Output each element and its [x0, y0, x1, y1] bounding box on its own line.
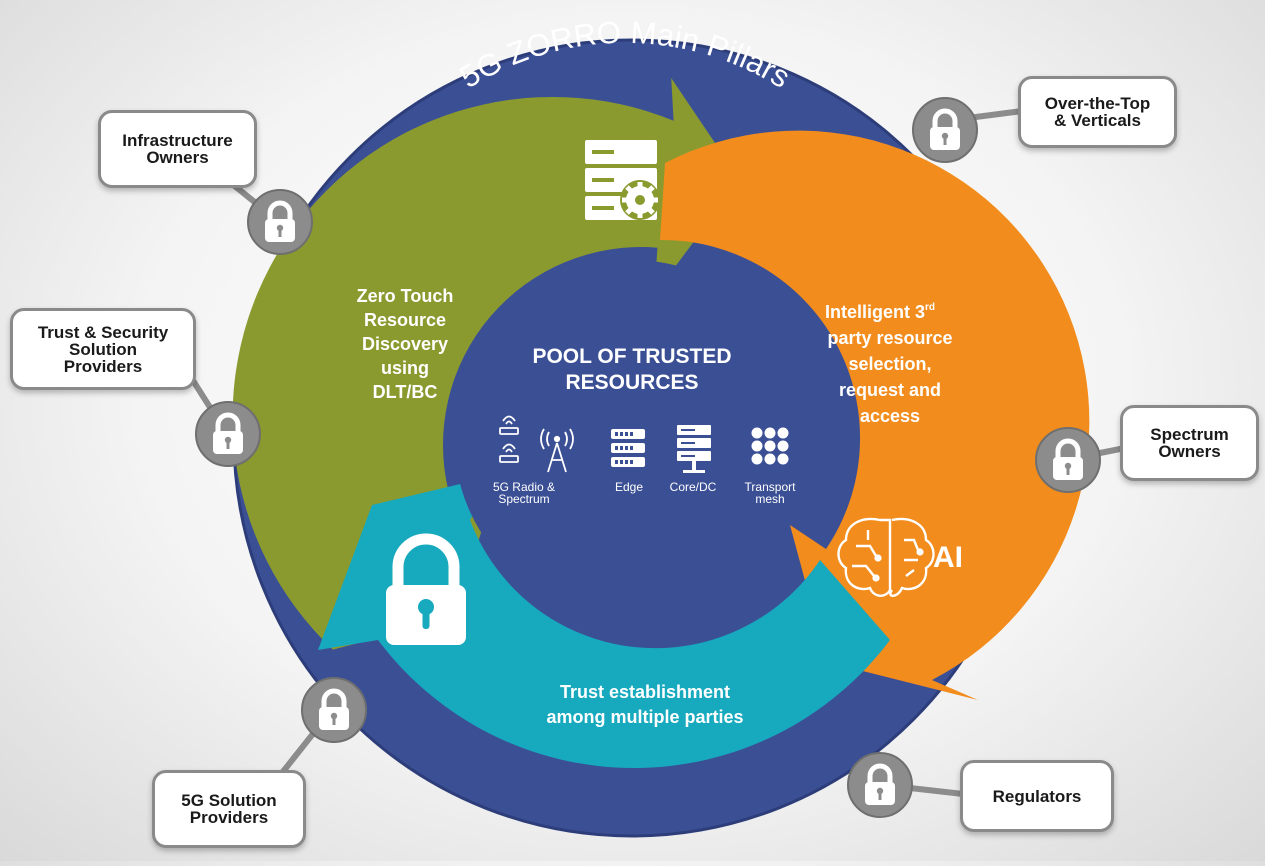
- stakeholder-regulators: Regulators: [960, 760, 1114, 832]
- ai-brain-icon: [837, 517, 935, 597]
- resource-label-radio-line1: 5G Radio &: [493, 480, 555, 494]
- selection-line3: selection,: [848, 354, 931, 374]
- selection-line5: access: [860, 406, 920, 426]
- lock-badge-spectrum-owners: [1035, 427, 1101, 493]
- segment-trust: [318, 475, 890, 769]
- trust-line1: Trust establishment: [560, 682, 730, 702]
- trust-line2: among multiple parties: [546, 707, 743, 727]
- lock-badge-5g-solution-providers: [301, 677, 367, 743]
- discovery-line3: Discovery: [362, 334, 448, 354]
- discovery-line5: DLT/BC: [373, 382, 438, 402]
- discovery-line1: Zero Touch: [357, 286, 454, 306]
- resource-label-edge: Edge: [615, 480, 643, 494]
- stakeholder-spectrum-owners: Spectrum Owners: [1120, 405, 1259, 481]
- pool-title-line1: POOL OF TRUSTED: [532, 345, 731, 368]
- stakeholder-infrastructure-owners: Infrastructure Owners: [98, 110, 257, 188]
- lock-badge-over-the-top-verticals: [912, 97, 978, 163]
- stakeholder-5g-solution-providers: 5G Solution Providers: [152, 770, 306, 848]
- discovery-line2: Resource: [364, 310, 446, 330]
- lock-icon: [386, 533, 466, 645]
- lock-badge-infrastructure-owners: [247, 189, 313, 255]
- resource-label-radio-line2: Spectrum: [498, 492, 549, 506]
- pool-title-line2: RESOURCES: [565, 371, 698, 394]
- segment-selection: [660, 130, 1090, 701]
- core-dc-icon: [677, 425, 711, 473]
- lock-badge-trust-security-providers: [195, 401, 261, 467]
- server-gear-icon: [585, 140, 660, 220]
- ai-label: AI: [933, 541, 963, 574]
- selection-line2: party resource: [827, 328, 952, 348]
- lock-badge-regulators: [847, 752, 913, 818]
- transport-mesh-icon: [751, 427, 789, 465]
- radio-spectrum-icon: [499, 415, 574, 473]
- resource-label-core-dc: Core/DC: [670, 480, 717, 494]
- discovery-line4: using: [381, 358, 429, 378]
- stakeholder-over-the-top-verticals: Over-the-Top & Verticals: [1018, 76, 1177, 148]
- segment-discovery: [232, 78, 740, 650]
- resource-label-transport-line2: mesh: [755, 492, 784, 506]
- resource-label-transport-line1: Transport: [745, 480, 797, 494]
- selection-line1: Intelligent 3rd: [825, 302, 935, 322]
- selection-line4: request and: [839, 380, 941, 400]
- edge-server-icon: [611, 429, 645, 467]
- stakeholder-trust-security-providers: Trust & Security Solution Providers: [10, 308, 196, 390]
